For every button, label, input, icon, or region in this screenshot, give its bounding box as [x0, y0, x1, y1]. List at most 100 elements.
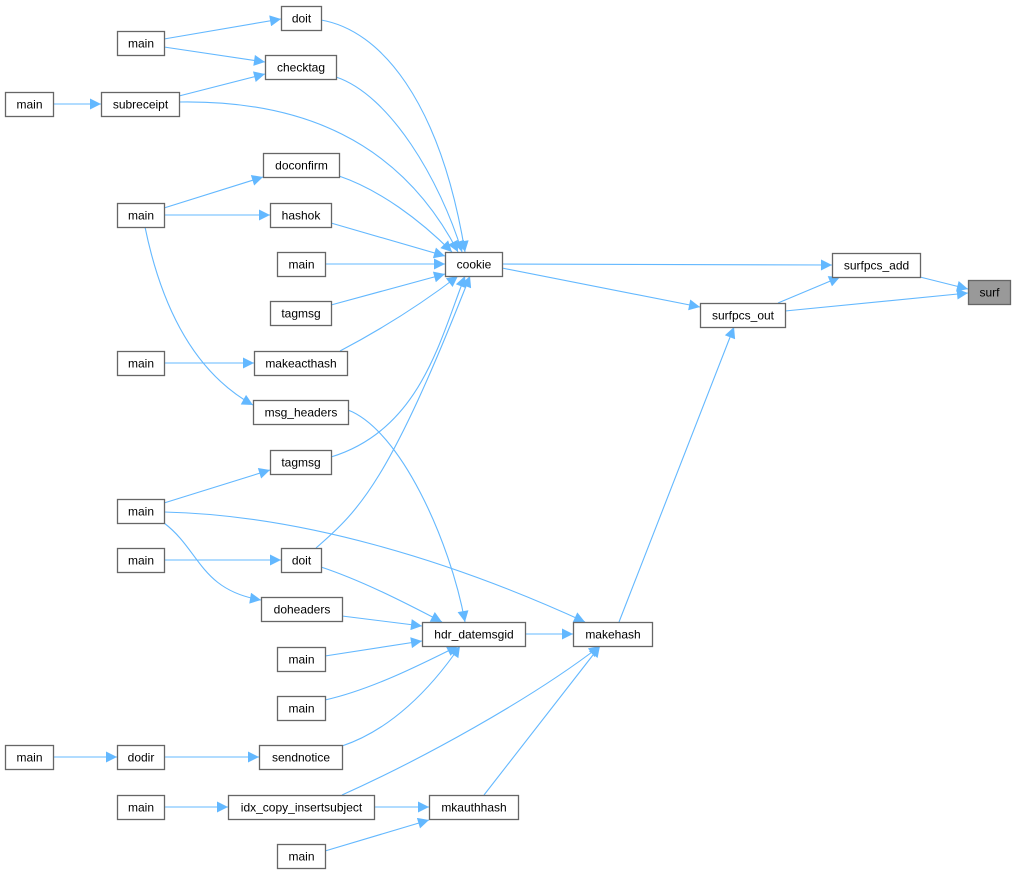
node-doit1[interactable]: doit: [280, 5, 323, 32]
node-main7[interactable]: main: [276, 646, 327, 673]
edge-surfpcs_out-to-surf: [784, 288, 969, 312]
node-surfpcs_out[interactable]: surfpcs_out: [699, 302, 787, 329]
node-box: [253, 350, 349, 377]
node-main6[interactable]: main: [116, 547, 166, 574]
node-main3[interactable]: main: [276, 251, 327, 278]
node-label: dodir: [128, 751, 155, 765]
node-box: [227, 794, 376, 821]
node-cookie[interactable]: cookie: [444, 251, 504, 278]
node-label: surfpcs_out: [712, 309, 775, 323]
node-subreceipt[interactable]: subreceipt: [100, 91, 181, 118]
edge-doit2-to-hdr_datemsgid: [320, 566, 443, 623]
node-msg_headers[interactable]: msg_headers: [252, 399, 350, 426]
node-label: main: [128, 357, 154, 371]
edge-msg_headers-to-hdr_datemsgid: [347, 409, 469, 623]
node-main10[interactable]: main: [116, 794, 166, 821]
node-doconfirm[interactable]: doconfirm: [262, 152, 341, 179]
node-label: main: [16, 751, 42, 765]
node-label: cookie: [457, 258, 492, 272]
node-box: [116, 350, 166, 377]
node-main5[interactable]: main: [116, 498, 166, 525]
node-main8[interactable]: main: [276, 695, 327, 722]
node-label: main: [288, 702, 314, 716]
node-label: sendnotice: [272, 751, 330, 765]
node-box: [116, 794, 166, 821]
node-box: [116, 202, 166, 229]
node-box: [4, 744, 55, 771]
edge-checktag-to-cookie: [335, 76, 465, 253]
node-label: doit: [292, 554, 312, 568]
node-label: mkauthhash: [441, 801, 506, 815]
node-label: main: [128, 554, 154, 568]
node-label: surf: [979, 286, 1000, 300]
node-idx[interactable]: idx_copy_insertsubject: [227, 794, 376, 821]
node-label: makeacthash: [265, 357, 336, 371]
node-main11[interactable]: main: [276, 843, 327, 870]
edge-doconfirm-to-cookie: [338, 175, 453, 253]
edge-sendnotice-to-hdr_datemsgid: [341, 645, 461, 747]
node-surf: surf: [967, 279, 1012, 306]
node-box: [276, 251, 327, 278]
edge-main1-to-doit1: [163, 15, 282, 40]
node-main0[interactable]: main: [4, 91, 55, 118]
edge-tagmsg2-to-cookie: [330, 275, 467, 458]
node-surfpcs_add[interactable]: surfpcs_add: [831, 252, 922, 279]
node-main1[interactable]: main: [116, 30, 166, 57]
edge-mkauthhash-to-makehash: [483, 645, 601, 796]
node-box: [116, 30, 166, 57]
edge-cookie-to-surfpcs_out: [501, 267, 701, 311]
node-label: makehash: [585, 628, 640, 642]
node-sendnotice[interactable]: sendnotice: [258, 744, 344, 771]
edge-main5-to-makehash: [163, 511, 586, 623]
node-box: [428, 794, 520, 821]
node-label: checktag: [277, 61, 325, 75]
node-box: [116, 744, 166, 771]
node-label: main: [16, 98, 42, 112]
edge-main8-to-hdr_datemsgid: [324, 645, 459, 701]
node-label: main: [288, 258, 314, 272]
node-dodir[interactable]: dodir: [116, 744, 166, 771]
node-box: [252, 399, 350, 426]
node-box: [260, 596, 344, 623]
node-box: [421, 621, 527, 648]
edge-subreceipt-to-cookie: [178, 101, 459, 253]
node-box: [280, 5, 323, 32]
node-box: [699, 302, 787, 329]
node-makeacthash[interactable]: makeacthash: [253, 350, 349, 377]
node-label: subreceipt: [113, 98, 169, 112]
edge-main2-to-doconfirm: [163, 175, 264, 209]
node-box: [444, 251, 504, 278]
node-label: doconfirm: [275, 159, 328, 173]
node-box: [276, 695, 327, 722]
node-main9[interactable]: main: [4, 744, 55, 771]
node-label: hdr_datemsgid: [434, 628, 513, 642]
node-box: [276, 646, 327, 673]
node-doheaders[interactable]: doheaders: [260, 596, 344, 623]
node-label: doit: [292, 12, 312, 26]
node-mkauthhash[interactable]: mkauthhash: [428, 794, 520, 821]
node-label: surfpcs_add: [844, 259, 909, 273]
node-box: [100, 91, 181, 118]
node-label: hashok: [282, 209, 322, 223]
node-box: [4, 91, 55, 118]
node-hashok[interactable]: hashok: [269, 202, 333, 229]
node-box: [967, 279, 1012, 306]
node-hdr_datemsgid[interactable]: hdr_datemsgid: [421, 621, 527, 648]
node-box: [572, 621, 654, 648]
edge-main2-to-msg_headers: [144, 226, 254, 406]
node-label: doheaders: [274, 603, 331, 617]
edge-main1-to-checktag: [163, 46, 266, 66]
edge-hashok-to-cookie: [330, 222, 446, 259]
nodes-layer: surf surfpcs_add surfpcs_out cookie makehash…: [4, 5, 1012, 870]
node-checktag[interactable]: checktag: [264, 54, 338, 81]
node-main2[interactable]: main: [116, 202, 166, 229]
node-label: main: [288, 850, 314, 864]
node-tagmsg2[interactable]: tagmsg: [269, 449, 333, 476]
node-box: [116, 547, 166, 574]
node-doit2[interactable]: doit: [280, 547, 323, 574]
node-makehash[interactable]: makehash: [572, 621, 654, 648]
node-main4[interactable]: main: [116, 350, 166, 377]
node-box: [831, 252, 922, 279]
node-tagmsg1[interactable]: tagmsg: [269, 300, 333, 327]
